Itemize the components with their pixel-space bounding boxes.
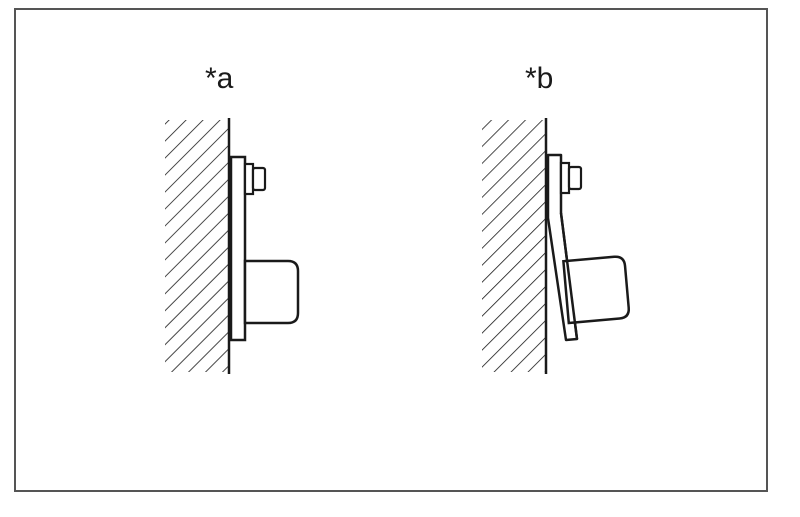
figure-frame xyxy=(14,8,768,492)
bolt-b xyxy=(559,161,583,195)
panel-a: *a xyxy=(165,62,300,374)
panel-b: *b xyxy=(482,62,630,374)
bracket-edge-b xyxy=(559,212,579,340)
label-a: *a xyxy=(205,62,234,95)
wall-hatching-a xyxy=(165,120,229,372)
component-body-b xyxy=(562,255,630,325)
bolt-a xyxy=(243,162,267,196)
wall-hatching-b xyxy=(482,120,546,372)
bracket-plate-a xyxy=(229,155,247,342)
label-b: *b xyxy=(525,62,553,95)
component-body-a xyxy=(243,259,300,325)
